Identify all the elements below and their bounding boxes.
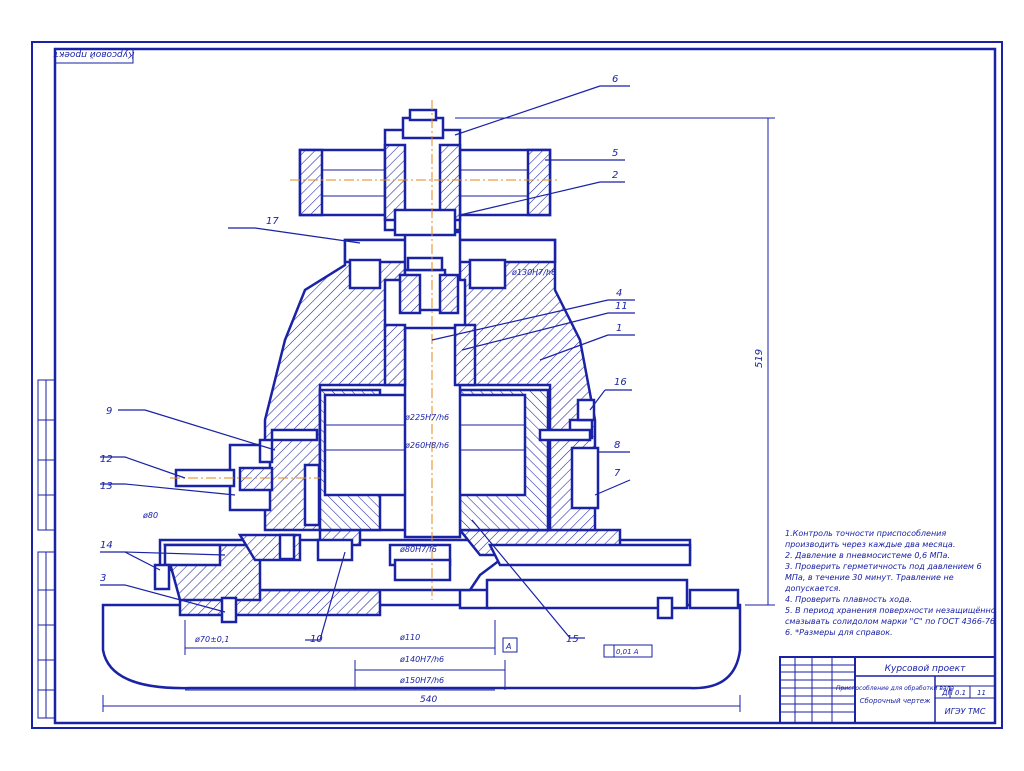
- svg-text:ДП: ДП: [941, 689, 953, 697]
- outer-frame: [31, 41, 1003, 729]
- callouts: 6 5 2 17 4 11 1 16 9 8 12 13 7 14 3 10 1…: [100, 74, 635, 645]
- svg-text:2. Давление в пневмосистеме 0,: 2. Давление в пневмосистеме 0,6 МПа.: [785, 551, 950, 560]
- svg-text:ø260Н8/h6: ø260Н8/h6: [404, 441, 449, 450]
- dimensions: 519 ø130Н7/h6 ø225Н7/h6 ø260Н8/h6 ø80Н7/…: [102, 117, 775, 712]
- svg-text:7: 7: [614, 468, 621, 479]
- svg-text:3: 3: [100, 573, 106, 584]
- svg-text:6. *Размеры для справок.: 6. *Размеры для справок.: [785, 628, 893, 637]
- svg-text:6: 6: [612, 74, 618, 85]
- title-project: Курсовой проект: [885, 664, 966, 674]
- svg-text:4. Проверить плавность хода.: 4. Проверить плавность хода.: [785, 595, 912, 604]
- title-name-1: Приспособление для обработки вала: [836, 685, 954, 692]
- top-left-stamp: Курсовой проект: [53, 48, 134, 64]
- title-block: Курсовой проект Приспособление для обраб…: [779, 656, 996, 724]
- svg-text:МПа, в течение 30 минут. Травл: МПа, в течение 30 минут. Травление не: [785, 573, 954, 582]
- title-name-2: Сборочный чертеж: [860, 697, 931, 705]
- svg-text:2: 2: [612, 170, 618, 181]
- svg-text:0.1: 0.1: [955, 689, 966, 697]
- svg-text:540: 540: [420, 695, 437, 705]
- svg-text:ø80: ø80: [142, 511, 158, 520]
- svg-text:допускается.: допускается.: [784, 584, 841, 593]
- svg-text:11: 11: [615, 301, 628, 312]
- title-org: ИГЭУ ТМС: [945, 707, 986, 716]
- right-clamps: [538, 398, 600, 510]
- svg-text:производить через каждые два м: производить через каждые два месяца.: [785, 540, 955, 549]
- base-screws: [153, 533, 674, 624]
- svg-text:ø80Н7/f6: ø80Н7/f6: [399, 545, 437, 554]
- svg-text:8: 8: [614, 440, 620, 451]
- svg-text:А: А: [505, 642, 511, 651]
- left-margin-strip: [37, 379, 56, 719]
- svg-text:10: 10: [310, 634, 323, 645]
- svg-text:1.Контроль точности приспособл: 1.Контроль точности приспособления: [785, 529, 946, 538]
- svg-text:16: 16: [614, 377, 627, 388]
- svg-text:17: 17: [266, 216, 279, 227]
- svg-text:11: 11: [977, 689, 986, 697]
- handwheel: [298, 108, 552, 237]
- svg-text:12: 12: [100, 454, 113, 465]
- svg-text:ø140Н7/h6: ø140Н7/h6: [399, 655, 444, 664]
- svg-text:13: 13: [100, 481, 113, 492]
- svg-text:ø70±0,1: ø70±0,1: [194, 635, 230, 644]
- svg-text:смазывать солидолом марки "С": смазывать солидолом марки "С" по ГОСТ 43…: [785, 617, 995, 626]
- svg-text:3. Проверить герметичность под: 3. Проверить герметичность под давлением…: [785, 562, 982, 571]
- svg-text:ø150Н7/h6: ø150Н7/h6: [399, 676, 444, 685]
- svg-text:ø130Н7/h6: ø130Н7/h6: [511, 268, 556, 277]
- svg-text:1: 1: [616, 323, 622, 334]
- svg-text:4: 4: [616, 288, 622, 299]
- svg-text:5: 5: [612, 148, 618, 159]
- svg-text:14: 14: [100, 540, 113, 551]
- base-plate: [101, 578, 742, 690]
- svg-text:15: 15: [566, 634, 579, 645]
- svg-text:ø110: ø110: [399, 633, 420, 642]
- svg-text:Курсовой проект: Курсовой проект: [53, 49, 134, 59]
- technical-notes: 1.Контроль точности приспособления произ…: [784, 529, 996, 637]
- svg-text:0,01 А: 0,01 А: [616, 648, 639, 656]
- svg-text:5. В период хранения поверхнос: 5. В период хранения поверхности незащищ…: [785, 606, 996, 615]
- svg-text:9: 9: [106, 406, 112, 417]
- svg-text:ø225Н7/h6: ø225Н7/h6: [404, 413, 449, 422]
- svg-text:519: 519: [754, 349, 765, 368]
